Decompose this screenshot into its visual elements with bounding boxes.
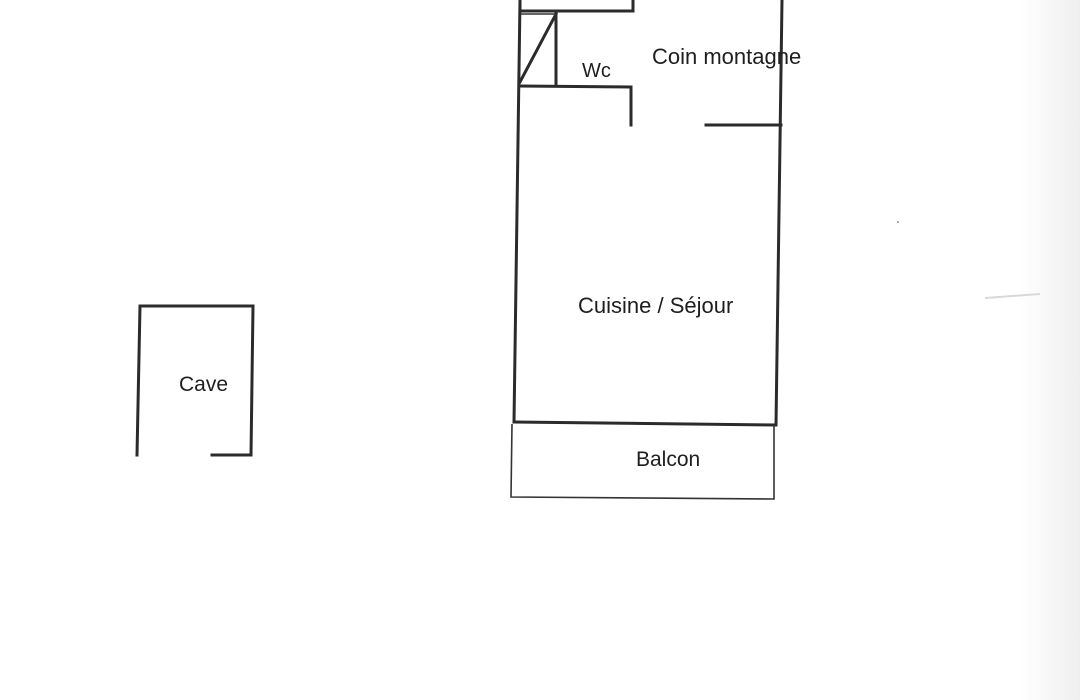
wall-main-left — [512, 0, 522, 424]
closet-diagonal — [517, 11, 559, 85]
wall-wc — [518, 84, 633, 127]
scan-speck — [897, 221, 899, 223]
wall-top-box — [518, 0, 635, 13]
room-label-cave: Cave — [179, 373, 229, 396]
room-label-cuisine-sejour: Cuisine / Séjour — [578, 293, 734, 318]
scan-edge-shadow — [1020, 0, 1080, 700]
room-label-wc: Wc — [582, 60, 611, 82]
room-label-coin-montagne: Coin montagne — [652, 44, 802, 69]
balcony-outline — [510, 423, 775, 500]
room-label-balcon: Balcon — [636, 448, 701, 471]
wall-main-right — [774, 0, 784, 427]
wall-main-bottom — [512, 420, 778, 427]
cave-outline — [135, 304, 255, 457]
